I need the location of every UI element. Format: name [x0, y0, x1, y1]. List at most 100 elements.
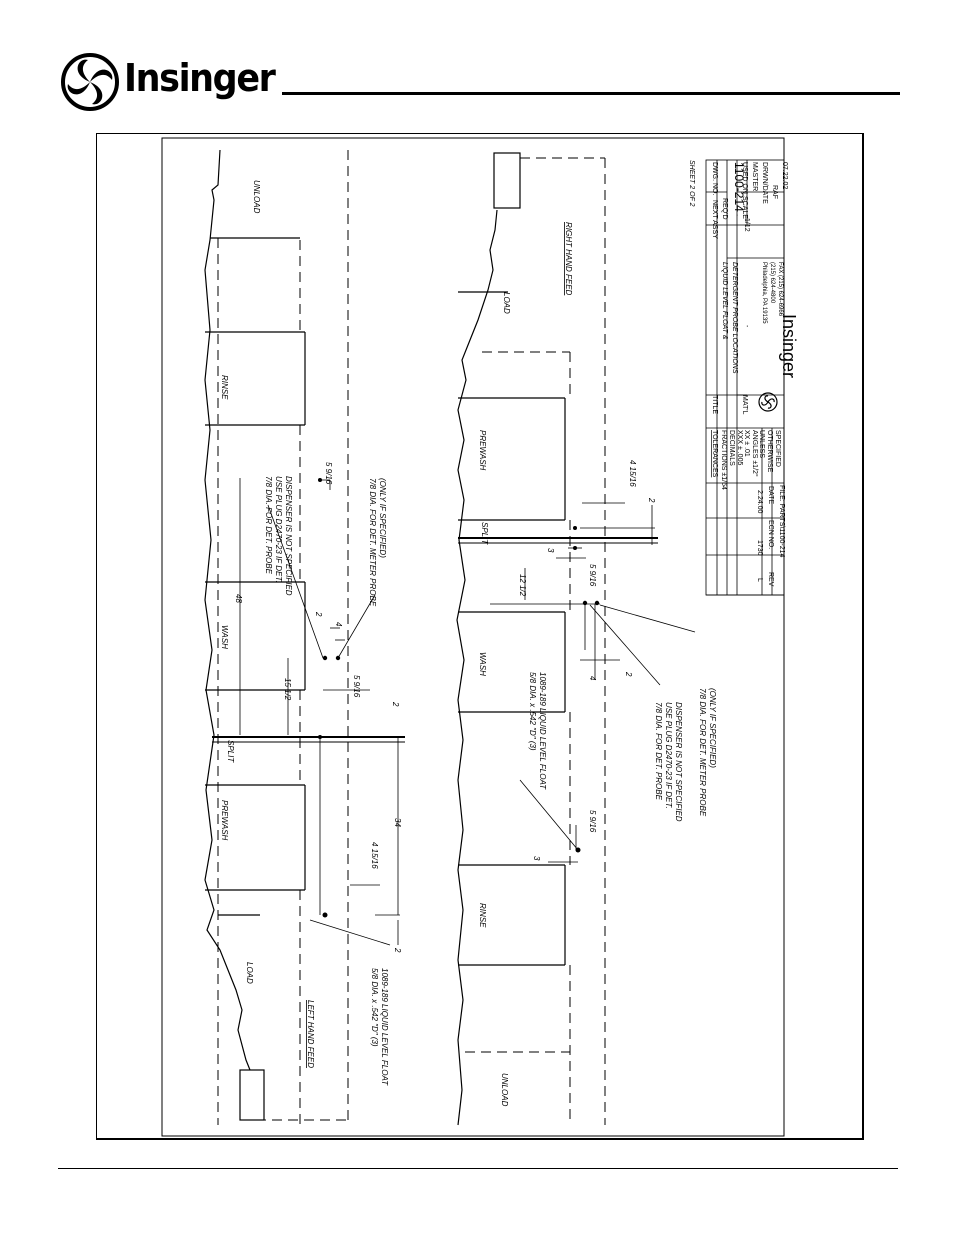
- tol-xx: XX ± .01: [743, 430, 750, 457]
- company-name: Insinger: [779, 314, 799, 378]
- top-machine-outline: [204, 149, 405, 1121]
- insinger-logo: Insinger: [60, 52, 290, 112]
- bottom-dimensions: [490, 502, 696, 863]
- bottom-dim-5-9-16b: 5 9/16: [588, 810, 597, 833]
- used-on-label: USED ON: [741, 162, 748, 194]
- bottom-probe-holes: [573, 526, 600, 853]
- brand-name: Insinger: [124, 56, 276, 100]
- top-split-label: SPLIT: [226, 740, 235, 763]
- top-dim-2c: 2: [314, 611, 323, 617]
- top-zone-load: LOAD: [245, 962, 254, 984]
- tol-decimals: DECIMALS: [728, 430, 735, 466]
- top-zone-unload: UNLOAD: [252, 180, 261, 214]
- rev-value: L: [756, 578, 763, 582]
- title-block-grid: [705, 159, 785, 596]
- bottom-dim-5-9-16a: 5 9/16: [588, 564, 597, 587]
- top-dim-4-15-16: 4 15/16: [370, 842, 379, 869]
- top-zone-wash: WASH: [220, 625, 229, 649]
- bottom-dim-12-1-2: 12 1/2: [518, 574, 527, 597]
- company-address: Philadelphia, PA 19135: [761, 262, 767, 324]
- date-value: 2.24.00: [756, 490, 763, 513]
- bottom-float-note-2: 1089-189 LIQUID LEVEL FLOAT: [538, 672, 547, 790]
- rev-label: REV: [767, 572, 774, 587]
- bottom-zone-load: LOAD: [502, 292, 511, 314]
- top-probe-holes: [318, 478, 341, 918]
- file-path: FILE: PARTS\1100-214: [778, 485, 785, 557]
- ecn-label: ECN NO.: [767, 520, 774, 549]
- header-rule: [282, 92, 900, 95]
- bottom-probe-note-2: USE PLUG D2470-23 IF DET.: [664, 702, 673, 809]
- bottom-dim-4-15-16: 4 15/16: [628, 460, 637, 487]
- date-label: DATE: [767, 486, 774, 504]
- bottom-float-note-1: 5/8 DIA. x .542 "D" (3): [528, 672, 537, 751]
- top-probe-note-1: 7/8 DIA. FOR DET. PROBE: [264, 476, 273, 575]
- sheet-number: SHEET 2 OF 2: [688, 160, 695, 207]
- dwg-no-label: DWG. NO.: [711, 162, 718, 195]
- top-zone-prewash: PREWASH: [220, 800, 229, 841]
- top-float-note-2: 1089-189 LIQUID LEVEL FLOAT: [380, 968, 389, 1086]
- tol-unless: UNLESS: [758, 430, 765, 458]
- top-dim-2a: 2: [391, 701, 400, 707]
- top-meter-note-1: 7/8 DIA. FOR DET. METER PROBE: [368, 478, 377, 607]
- tol-xxx: XXX ± .005: [736, 430, 743, 465]
- company-phone: (215) 624-4800: [769, 262, 775, 304]
- scale-value: 1/12: [743, 218, 750, 232]
- bottom-zone-wash: WASH: [478, 652, 487, 676]
- top-machine-hidden: [217, 150, 349, 1125]
- bottom-machine-hidden: [465, 157, 606, 1125]
- bottom-zone-unload: UNLOAD: [500, 1073, 509, 1107]
- matl-label: MAT'L: [741, 395, 748, 415]
- dwg-number: 1100-214: [732, 162, 746, 212]
- top-feed-label: LEFT HAND FEED: [306, 1000, 315, 1068]
- drawn-date: 07.22.02: [781, 162, 788, 189]
- ecn-value: 1730: [756, 540, 763, 556]
- bottom-machine-outline: [456, 152, 658, 1126]
- footer-rule: [58, 1168, 898, 1169]
- tol-specified: SPECIFIED: [774, 430, 781, 467]
- tolerances-label: TOLERANCES: [711, 430, 718, 478]
- bottom-feed-label: RIGHT HAND FEED: [564, 222, 573, 296]
- bottom-probe-note-1: 7/8 DIA. FOR DET. PROBE: [654, 702, 663, 801]
- top-dim-34: 34: [393, 818, 402, 827]
- top-probe-note-3: DISPENSER IS NOT SPECIFIED: [284, 476, 293, 596]
- reqd-label: REQ'D: [721, 198, 728, 220]
- matl-value: -: [743, 325, 750, 328]
- top-dim-5-9-16a: 5 9/16: [324, 462, 333, 485]
- tol-fractions: FRACTIONS ±1/64: [720, 430, 727, 490]
- bottom-zone-rinse: RINSE: [478, 903, 487, 928]
- bottom-dim-4: 4: [588, 676, 597, 681]
- bottom-zone-prewash: PREWASH: [478, 430, 487, 471]
- top-dim-15-1-2: 15 1/2: [283, 678, 292, 701]
- reqd-value: -: [733, 214, 740, 217]
- top-dimensions: [239, 478, 400, 946]
- top-dim-48: 48: [234, 594, 243, 603]
- top-meter-note-2: (ONLY IF SPECIFIED): [378, 478, 387, 558]
- bottom-dim-3b: 3: [532, 856, 541, 861]
- top-dim-4: 4: [334, 622, 343, 627]
- scale-label: SCALE: [741, 196, 748, 219]
- used-on-value: MASTER: [751, 162, 758, 191]
- tol-angles: ANGLES ±1/2°: [751, 430, 759, 477]
- title-label: TITLE: [711, 395, 718, 414]
- bottom-meter-note-2: (ONLY IF SPECIFIED): [708, 688, 717, 768]
- drawn-label: DRWN/DATE: [761, 162, 768, 204]
- top-dim-2b: 2: [393, 947, 402, 953]
- bottom-meter-note-1: 7/8 DIA. FOR DET. METER PROBE: [698, 688, 707, 817]
- insinger-swirl-icon: [61, 53, 119, 111]
- bottom-dim-2b: 2: [624, 671, 633, 677]
- drawn-by: RAF: [771, 185, 778, 199]
- company-fax: FAX (215) 624-6966: [777, 262, 783, 317]
- title-line-2: DETERGENT PROBE LOCATIONS: [731, 262, 738, 374]
- top-probe-note-2: USE PLUG D2470-23 IF DET.: [274, 476, 283, 583]
- tol-otherwise: OTHERWISE: [766, 430, 773, 473]
- drawing-frame: [96, 133, 864, 1140]
- top-float-note-1: 5/8 DIA. x .542 "D" (3): [370, 968, 379, 1047]
- top-dim-5-9-16b: 5 9/16: [352, 675, 361, 698]
- bottom-probe-note-3: DISPENSER IS NOT SPECIFIED: [674, 702, 683, 822]
- bottom-dim-3a: 3: [546, 548, 555, 553]
- title-block-swirl-icon: [758, 392, 778, 412]
- bottom-dim-2a: 2: [647, 497, 656, 503]
- inner-border: [161, 137, 785, 1137]
- next-assy-label: NEXT ASSY: [711, 200, 718, 239]
- title-line-1: LIQUID LEVEL FLOAT &: [721, 262, 728, 340]
